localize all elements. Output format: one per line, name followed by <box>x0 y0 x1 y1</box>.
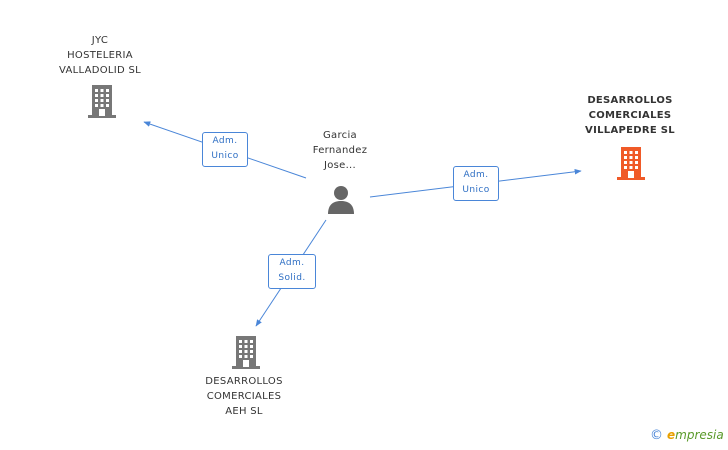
edge-label-line: Adm. <box>279 258 305 268</box>
node-label-jyc[interactable]: JYC HOSTELERIA VALLADOLID SL <box>40 33 160 78</box>
node-label-aeh[interactable]: DESARROLLOS COMERCIALES AEH SL <box>184 374 304 419</box>
edge-label-line: Solid. <box>278 273 306 283</box>
node-label-line: COMERCIALES <box>206 391 282 402</box>
node-label-villapedre[interactable]: DESARROLLOS COMERCIALES VILLAPEDRE SL <box>562 93 698 138</box>
brand-e: e <box>667 428 676 442</box>
node-label-person[interactable]: Garcia Fernandez Jose... <box>290 128 390 173</box>
building-icon[interactable] <box>230 334 262 370</box>
node-label-line: VILLAPEDRE SL <box>585 125 675 136</box>
node-label-line: Garcia <box>323 130 357 141</box>
edge-label-line: Adm. <box>212 136 238 146</box>
edge-label-to-aeh[interactable]: Adm. Solid. <box>268 254 316 289</box>
node-label-line: Fernandez <box>312 145 368 156</box>
node-label-line: VALLADOLID SL <box>58 65 142 76</box>
copyright-symbol: © <box>650 428 663 443</box>
node-label-line: HOSTELERIA <box>67 50 133 61</box>
edge-label-to-jyc[interactable]: Adm. Unico <box>202 132 248 167</box>
node-label-line: AEH SL <box>225 406 263 417</box>
node-label-line: JYC <box>91 35 109 46</box>
node-label-line: Jose... <box>323 160 357 171</box>
node-label-line: COMERCIALES <box>588 110 672 121</box>
edge-label-line: Unico <box>211 151 239 161</box>
edge-label-to-villapedre[interactable]: Adm. Unico <box>453 166 499 201</box>
node-label-line: DESARROLLOS <box>587 95 673 106</box>
building-icon[interactable] <box>615 145 647 181</box>
brand-name: mpresia <box>675 428 724 442</box>
building-icon[interactable] <box>86 83 118 119</box>
person-icon[interactable] <box>326 184 356 214</box>
node-label-line: DESARROLLOS <box>205 376 283 387</box>
brand-logo: © empresia <box>650 428 724 443</box>
edge-label-line: Unico <box>462 185 490 195</box>
edge-label-line: Adm. <box>463 170 489 180</box>
